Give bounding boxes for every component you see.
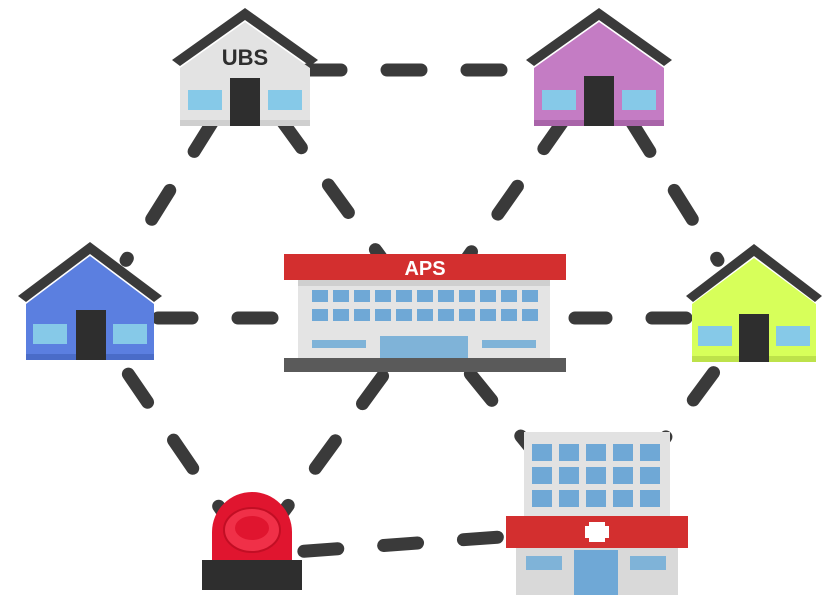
node-hospital xyxy=(506,432,688,595)
hospital-window xyxy=(532,444,552,461)
connection-purple_house-aps xyxy=(459,114,570,266)
aps-window xyxy=(396,290,412,302)
node-purple-house xyxy=(526,8,672,126)
aps-window xyxy=(501,309,517,321)
ubs-label: UBS xyxy=(222,45,268,70)
aps-window xyxy=(333,290,349,302)
connection-alarm-hospital xyxy=(297,529,524,558)
hospital-windows xyxy=(532,444,660,507)
hospital-window xyxy=(613,490,633,507)
aps-window xyxy=(354,309,370,321)
aps-banner xyxy=(284,254,566,280)
node-alarm xyxy=(202,492,302,590)
hospital-window xyxy=(586,444,606,461)
aps-window xyxy=(417,290,433,302)
aps-door xyxy=(380,336,468,360)
hospital-window xyxy=(586,490,606,507)
aps-window xyxy=(438,309,454,321)
house-window xyxy=(268,90,302,110)
aps-window xyxy=(312,309,328,321)
connection-aps-alarm xyxy=(276,369,390,520)
house-window xyxy=(622,90,656,110)
hospital-window xyxy=(613,467,633,484)
node-ubs: UBS xyxy=(172,8,318,126)
connection-ubs-blue_house xyxy=(119,116,219,267)
hospital-window xyxy=(640,490,660,507)
house-window xyxy=(698,326,732,346)
house-door xyxy=(230,78,260,126)
aps-window xyxy=(417,309,433,321)
aps-window xyxy=(480,309,496,321)
aps-window xyxy=(375,309,391,321)
aps-window xyxy=(375,290,391,302)
aps-base xyxy=(284,358,566,372)
house-window xyxy=(776,326,810,346)
aps-window xyxy=(459,309,475,321)
house-door xyxy=(76,310,106,360)
house-door xyxy=(739,314,769,362)
hospital-window xyxy=(559,490,579,507)
house-window xyxy=(542,90,576,110)
house-window xyxy=(33,324,67,344)
hospital-entrance xyxy=(574,550,618,595)
house-roof xyxy=(172,8,318,66)
house-roof xyxy=(686,244,822,302)
hospital-window xyxy=(640,467,660,484)
house-door xyxy=(584,76,614,126)
hospital-ground-window xyxy=(630,556,666,570)
aps-window xyxy=(354,290,370,302)
connection-purple_house-green_house xyxy=(625,116,725,267)
aps-window xyxy=(480,290,496,302)
aps-window xyxy=(312,290,328,302)
aps-window xyxy=(522,290,538,302)
node-green-house xyxy=(686,244,822,362)
aps-window xyxy=(459,290,475,302)
hospital-window xyxy=(559,467,579,484)
hospital-window xyxy=(640,444,660,461)
hospital-window xyxy=(559,444,579,461)
aps-window xyxy=(522,309,538,321)
aps-window xyxy=(438,290,454,302)
aps-side-window xyxy=(312,340,366,348)
aps-window xyxy=(333,309,349,321)
house-window xyxy=(188,90,222,110)
house-roof xyxy=(18,242,162,302)
house-window xyxy=(113,324,147,344)
hospital-window xyxy=(532,490,552,507)
node-aps: APS xyxy=(284,254,566,372)
hospital-window xyxy=(532,467,552,484)
connection-blue_house-alarm xyxy=(121,367,230,519)
aps-windows xyxy=(312,290,538,321)
siren-base xyxy=(202,560,302,590)
hospital-window xyxy=(613,444,633,461)
hospital-ground-window xyxy=(526,556,562,570)
connection-ubs-aps xyxy=(274,113,390,267)
aps-window xyxy=(501,290,517,302)
house-roof xyxy=(526,8,672,66)
hospital-window xyxy=(586,467,606,484)
aps-label: APS xyxy=(404,258,445,280)
cross-icon xyxy=(585,522,609,542)
aps-side-window xyxy=(482,340,536,348)
node-blue-house xyxy=(18,242,162,360)
aps-window xyxy=(396,309,412,321)
